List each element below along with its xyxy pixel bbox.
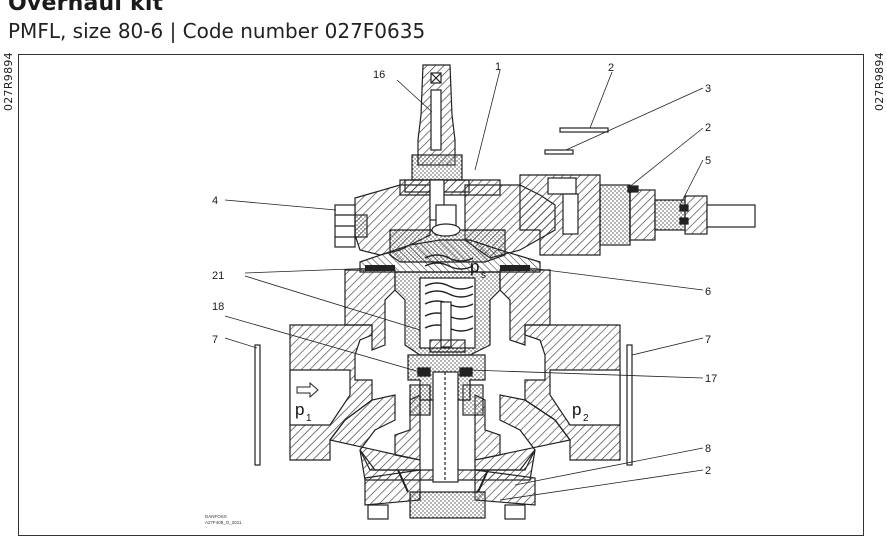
page-title: Overhaul kit [8, 0, 164, 16]
callout-3: 3 [705, 83, 711, 95]
loose-parts [544, 127, 609, 155]
flow-arrow [296, 381, 319, 399]
pilot-connection [519, 174, 756, 256]
callout-1: 1 [495, 61, 501, 73]
callout-8: 8 [705, 443, 711, 455]
pressure-ps-label: p [470, 257, 479, 276]
bottom-cover [364, 469, 536, 520]
callout-21: 21 [212, 270, 224, 282]
callout-2-bottom: 2 [705, 465, 711, 477]
callout-6: 6 [705, 286, 711, 298]
pressure-p2-label: p [572, 400, 581, 419]
callout-labels: 16 1 2 3 2 5 4 21 6 18 7 7 17 8 2 [212, 61, 717, 477]
pressure-labels: p 1 p 2 p s [295, 257, 589, 424]
pressure-p2-subscript: 2 [583, 413, 589, 424]
pressure-ps-subscript: s [481, 270, 486, 281]
drawing-ref-line1: DANFOSS [205, 514, 227, 519]
drawing-ref-line2: A27F409_O_2011 [205, 520, 242, 525]
pressure-p1-label: p [295, 400, 304, 419]
callout-2-top: 2 [608, 62, 614, 74]
callout-16: 16 [373, 69, 385, 81]
flange-gaskets [254, 344, 633, 466]
callout-2-upper-right: 2 [705, 122, 711, 134]
drawing-reference: DANFOSS A27F409_O_2011 [205, 514, 242, 525]
spring-chamber [389, 204, 506, 356]
callout-7-left: 7 [212, 334, 218, 346]
side-plug [334, 204, 368, 248]
seat-assembly [407, 354, 486, 483]
flow-passages [289, 369, 621, 426]
pressure-p1-subscript: 1 [306, 413, 312, 424]
callout-7-right: 7 [705, 334, 711, 346]
callout-5: 5 [705, 155, 711, 167]
callout-17: 17 [705, 373, 717, 385]
leader-lines [224, 69, 704, 501]
adjustment-stem [404, 64, 470, 221]
callout-18: 18 [212, 301, 224, 313]
callout-4: 4 [212, 195, 218, 207]
page-subtitle: PMFL, size 80-6 | Code number 027F0635 [8, 19, 426, 43]
gaskets [365, 265, 530, 271]
